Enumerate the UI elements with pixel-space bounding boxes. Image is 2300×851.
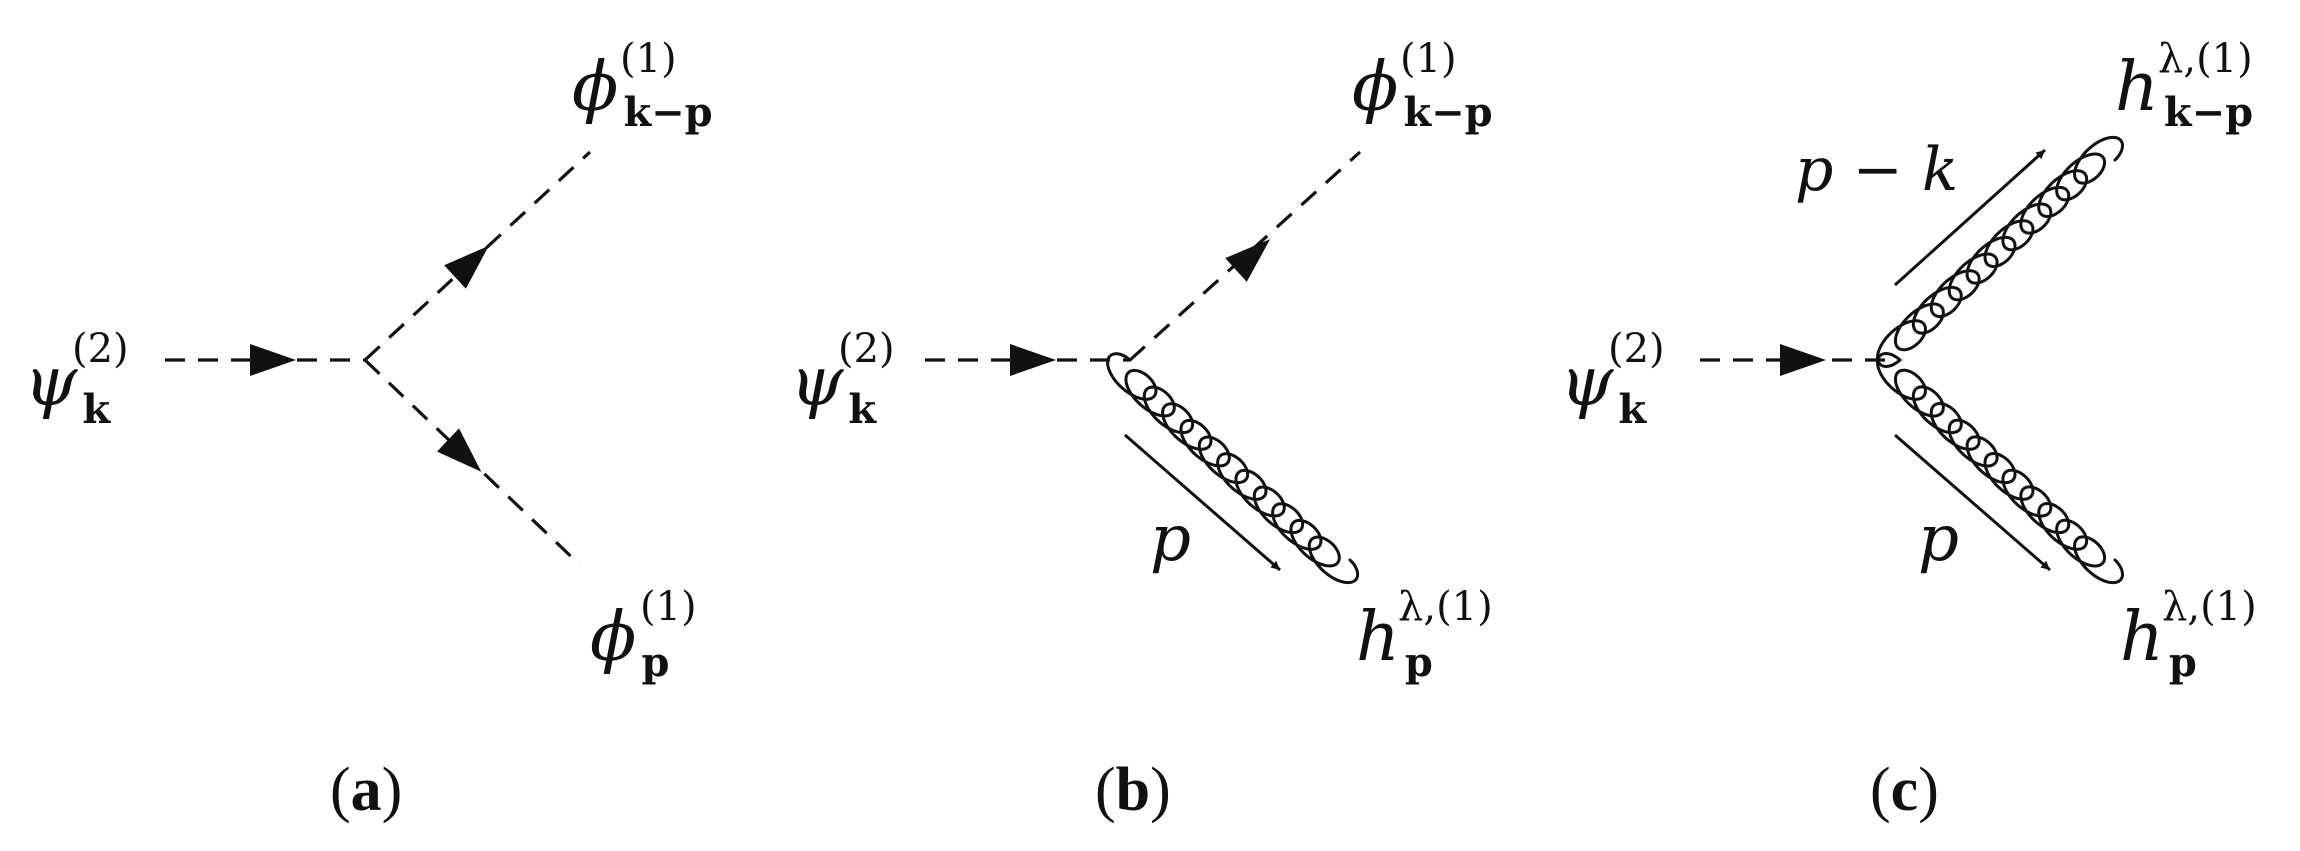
label-incoming-c: ψ k: [1560, 343, 1647, 433]
graviton-line-lower-c: [1875, 352, 2125, 585]
graviton-line-b: [1106, 352, 1360, 585]
label-incoming-a: ψ k: [24, 343, 111, 433]
label-upper-a: ϕ k−p: [572, 48, 713, 136]
label-incoming-sup-b: (2): [838, 326, 895, 372]
label-lower-sup-a: (1): [640, 584, 697, 630]
panel-c: ψ k (2) p − k h k−p λ,(1) p h p λ,(1) (c…: [1560, 36, 2257, 824]
upper-scalar-line-b: [1128, 150, 1362, 362]
label-upper-sup-a: (1): [620, 36, 677, 82]
label-incoming-sup-c: (2): [1608, 326, 1665, 372]
caption-b: (b): [1095, 756, 1171, 824]
graviton-line-upper-c: [1875, 135, 2125, 368]
label-lower-c: h p: [2120, 598, 2197, 686]
label-lower-b: h p: [1356, 598, 1433, 686]
momentum-label-b: p: [1150, 502, 1191, 576]
caption-a: (a): [330, 756, 402, 824]
momentum-arrow-lower-c: [1894, 433, 2051, 572]
label-upper-b: ϕ k−p: [1352, 48, 1493, 136]
incoming-arrow-a: [250, 344, 296, 376]
upper-arrow-b: [1225, 239, 1271, 282]
label-upper-sup-b: (1): [1400, 36, 1457, 82]
label-lower-sup-b: λ,(1): [1398, 584, 1493, 630]
momentum-arrow-upper-c: [1893, 148, 2047, 287]
momentum-label-lower-c: p: [1918, 502, 1959, 576]
label-lower-a: ϕ p: [590, 598, 669, 686]
lower-arrow-a: [436, 428, 482, 472]
momentum-arrow-b: [1124, 433, 1281, 572]
incoming-arrow-c: [1780, 344, 1826, 376]
panel-a: ψ k (2) ϕ k−p (1) ϕ p (1) (a): [24, 36, 713, 824]
incoming-arrow-b: [1010, 344, 1056, 376]
upper-arrow-a: [444, 245, 489, 289]
momentum-label-upper-c: p − k: [1795, 135, 1958, 205]
upper-scalar-line-a: [363, 150, 592, 362]
label-incoming-b: ψ k: [790, 343, 877, 433]
label-upper-sup-c: λ,(1): [2158, 36, 2253, 82]
panel-b: ψ k (2) ϕ k−p (1) p h p λ,(1) (b): [790, 36, 1493, 824]
label-incoming-sup-a: (2): [72, 326, 129, 372]
caption-c: (c): [1870, 756, 1939, 824]
label-upper-c: h k−p: [2115, 48, 2253, 136]
label-lower-sup-c: λ,(1): [2162, 584, 2257, 630]
